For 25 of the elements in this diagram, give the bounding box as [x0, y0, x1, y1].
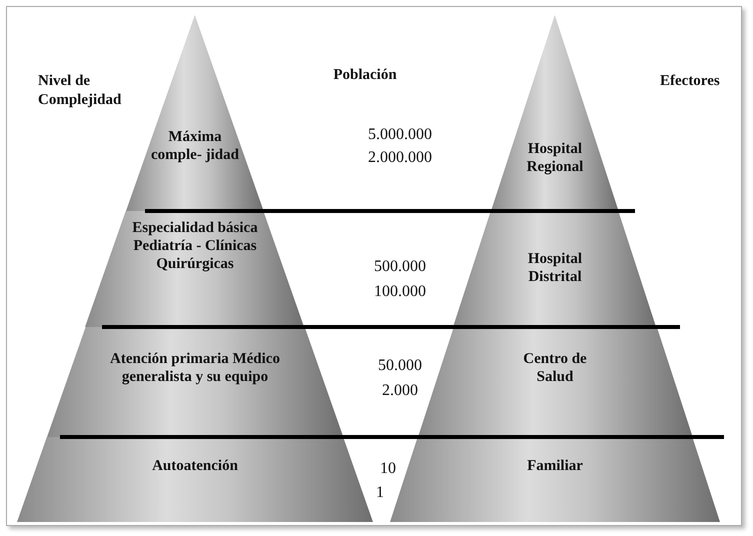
pyramid-level	[491, 15, 619, 211]
level-text: Especialidad básica Pediatría - Clínicas Quirúrgicas	[131, 219, 259, 273]
column-header: Población	[332, 66, 398, 85]
level-text: Atención primaria Médico generalista y su equipo	[109, 350, 281, 386]
level-text: Hospital Regional	[526, 140, 584, 176]
population-value: 5.000.000	[367, 125, 433, 144]
population-value: 2.000	[381, 381, 419, 400]
population-value: 2.000.000	[367, 148, 433, 167]
level-text: Centro de Salud	[522, 350, 588, 386]
population-value: 100.000	[373, 282, 427, 301]
population-value: 10	[379, 459, 397, 478]
population-value: 1	[375, 483, 385, 502]
pyramid-level	[85, 211, 305, 327]
population-value: 500.000	[373, 257, 427, 276]
pyramid-level	[17, 437, 373, 522]
level-text: Hospital Distrital	[526, 250, 584, 286]
pyramid-level	[126, 15, 264, 211]
pyramid-level	[46, 327, 344, 437]
level-text: Autoatención	[151, 457, 239, 475]
level-text: Familiar	[526, 457, 584, 475]
column-header: Efectores	[660, 72, 720, 91]
pyramid-level	[453, 211, 657, 327]
population-value: 50.000	[377, 356, 423, 375]
level-text: Máxima comple- jidad	[150, 128, 240, 164]
column-header: Nivel de Complejidad	[38, 72, 122, 110]
